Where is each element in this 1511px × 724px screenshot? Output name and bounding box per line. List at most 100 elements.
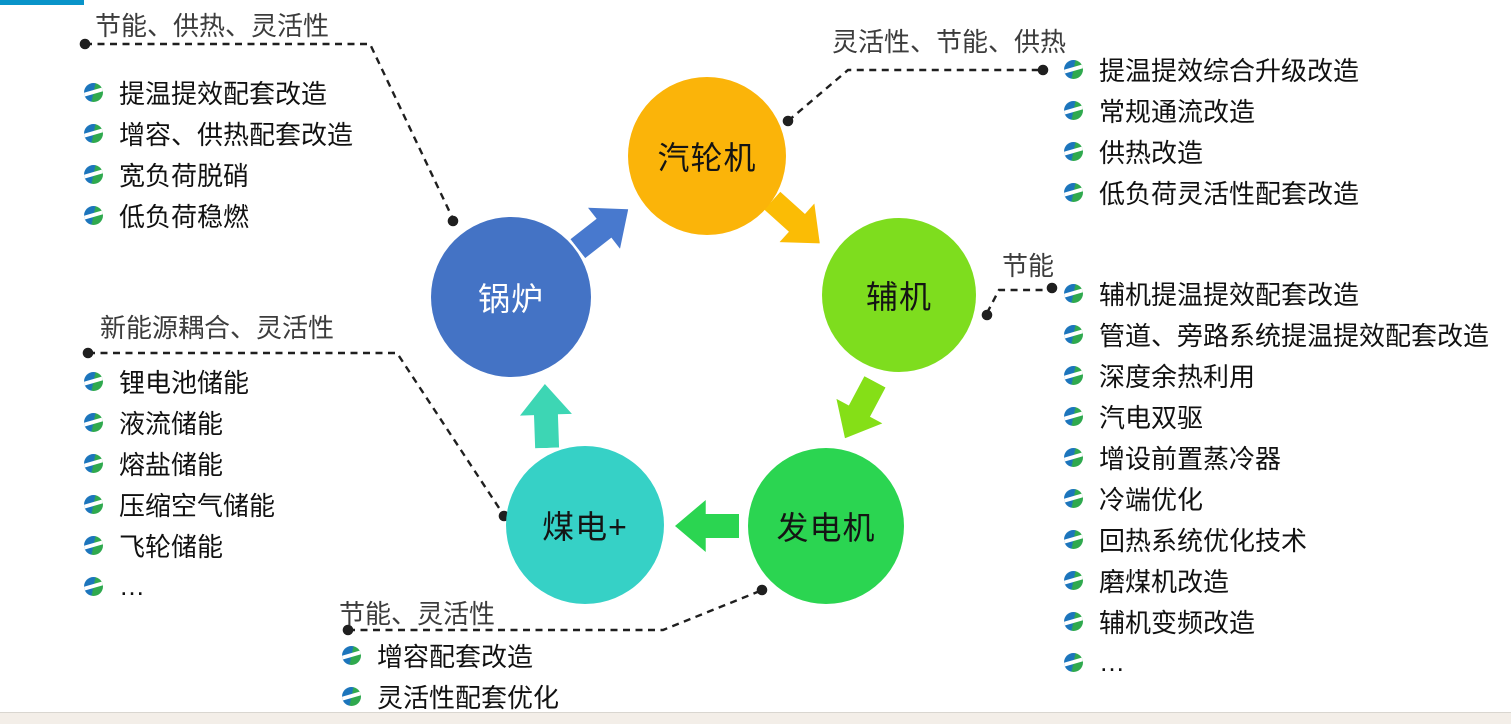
list-item-label: 汽电双驱 xyxy=(1099,403,1204,433)
connector-dot xyxy=(981,309,993,321)
list-item: 管道、旁路系统提温提效配套改造 xyxy=(1064,314,1489,355)
connector-dot xyxy=(82,347,94,359)
callout-title-generator: 节能、灵活性 xyxy=(339,599,496,629)
energy-cycle-icon xyxy=(1064,653,1083,672)
list-item-label: … xyxy=(119,571,145,601)
energy-cycle-icon xyxy=(84,206,103,225)
list-item-label: 回热系统优化技术 xyxy=(1099,526,1308,556)
list-item: 深度余热利用 xyxy=(1064,355,1489,396)
energy-cycle-icon xyxy=(84,495,103,514)
energy-cycle-icon xyxy=(1064,366,1083,385)
list-item-label: 增容配套改造 xyxy=(377,642,534,672)
list-item-label: 增设前置蒸冷器 xyxy=(1099,444,1282,474)
list-item-label: 熔盐储能 xyxy=(119,450,224,480)
list-item: 低负荷稳燃 xyxy=(84,195,353,236)
list-item: 提温提效配套改造 xyxy=(84,72,353,113)
node-aux: 辅机 xyxy=(822,218,976,372)
energy-cycle-icon xyxy=(1064,325,1083,344)
connector-dot xyxy=(782,115,794,127)
list-item: 供热改造 xyxy=(1064,131,1359,172)
energy-cycle-icon xyxy=(1064,571,1083,590)
accent-bar xyxy=(0,0,84,5)
list-item-label: 灵活性配套优化 xyxy=(377,683,560,713)
list-item: … xyxy=(1064,642,1489,683)
list-item-label: 辅机提温提效配套改造 xyxy=(1099,280,1360,310)
energy-cycle-icon xyxy=(1064,284,1083,303)
energy-cycle-icon xyxy=(84,372,103,391)
list-item-label: 飞轮储能 xyxy=(119,532,224,562)
arrow-aux-to-generator xyxy=(822,370,898,451)
list-item: 飞轮储能 xyxy=(84,525,275,566)
list-item: 冷端优化 xyxy=(1064,478,1489,519)
callout-title-coal-plus: 新能源耦合、灵活性 xyxy=(100,313,335,343)
node-label: 煤电+ xyxy=(542,509,628,545)
node-label: 发电机 xyxy=(776,510,876,546)
list-item: 灵活性配套优化 xyxy=(342,676,559,717)
energy-cycle-icon xyxy=(84,577,103,596)
energy-cycle-icon xyxy=(84,413,103,432)
list-item: 辅机变频改造 xyxy=(1064,601,1489,642)
callout-title-turbine: 灵活性、节能、供热 xyxy=(832,27,1067,57)
list-item: 常规通流改造 xyxy=(1064,90,1359,131)
energy-cycle-icon xyxy=(1064,612,1083,631)
list-item: 低负荷灵活性配套改造 xyxy=(1064,172,1359,213)
list-aux: 辅机提温提效配套改造 管道、旁路系统提温提效配套改造 深度余热利用 汽电双驱 增… xyxy=(1064,273,1489,683)
connector-turbine-callout xyxy=(787,68,1041,122)
connector-dot xyxy=(756,584,768,596)
list-item: 宽负荷脱硝 xyxy=(84,154,353,195)
list-item: 增容配套改造 xyxy=(342,635,559,676)
energy-cycle-icon xyxy=(1064,407,1083,426)
callout-title-boiler: 节能、供热、灵活性 xyxy=(95,11,330,41)
list-item-label: 冷端优化 xyxy=(1099,485,1204,515)
list-item: 磨煤机改造 xyxy=(1064,560,1489,601)
list-coal-plus: 锂电池储能 液流储能 熔盐储能 压缩空气储能 飞轮储能 xyxy=(84,361,275,607)
list-item: 辅机提温提效配套改造 xyxy=(1064,273,1489,314)
list-item-label: 管道、旁路系统提温提效配套改造 xyxy=(1099,321,1490,351)
node-label: 锅炉 xyxy=(477,281,544,317)
list-item-label: 提温提效配套改造 xyxy=(119,79,328,109)
list-item: 增容、供热配套改造 xyxy=(84,113,353,154)
list-item-label: 提温提效综合升级改造 xyxy=(1099,56,1360,86)
footer-strip xyxy=(0,712,1511,724)
energy-cycle-icon xyxy=(1064,530,1083,549)
list-item: … xyxy=(84,566,275,607)
list-item-label: 压缩空气储能 xyxy=(119,491,276,521)
node-label: 辅机 xyxy=(865,279,932,315)
connector-dot xyxy=(1037,64,1049,76)
connector-dot xyxy=(447,215,459,227)
energy-cycle-icon xyxy=(84,83,103,102)
energy-cycle-icon xyxy=(1064,142,1083,161)
list-item-label: … xyxy=(1099,647,1125,677)
list-item-label: 低负荷稳燃 xyxy=(119,202,250,232)
energy-cycle-icon xyxy=(84,124,103,143)
node-coal-plus: 煤电+ xyxy=(506,446,664,604)
energy-cycle-icon xyxy=(84,536,103,555)
list-item-label: 宽负荷脱硝 xyxy=(119,161,250,191)
energy-cycle-icon xyxy=(84,165,103,184)
list-boiler: 提温提效配套改造 增容、供热配套改造 宽负荷脱硝 低负荷稳燃 xyxy=(84,72,353,236)
connector-dot xyxy=(1046,282,1058,294)
list-item-label: 辅机变频改造 xyxy=(1099,608,1256,638)
list-item: 汽电双驱 xyxy=(1064,396,1489,437)
connector-aux-callout xyxy=(985,288,1050,314)
list-item: 提温提效综合升级改造 xyxy=(1064,49,1359,90)
node-boiler: 锅炉 xyxy=(431,217,591,377)
energy-cycle-icon xyxy=(84,454,103,473)
energy-cycle-icon xyxy=(1064,60,1083,79)
list-item: 回热系统优化技术 xyxy=(1064,519,1489,560)
list-item-label: 常规通流改造 xyxy=(1099,97,1256,127)
energy-cycle-icon xyxy=(1064,448,1083,467)
energy-cycle-icon xyxy=(1064,183,1083,202)
node-turbine: 汽轮机 xyxy=(628,77,786,235)
node-generator: 发电机 xyxy=(748,448,904,604)
list-item-label: 增容、供热配套改造 xyxy=(119,120,354,150)
list-item-label: 低负荷灵活性配套改造 xyxy=(1099,179,1360,209)
node-label: 汽轮机 xyxy=(657,140,757,176)
list-item-label: 深度余热利用 xyxy=(1099,362,1256,392)
list-item: 液流储能 xyxy=(84,402,275,443)
list-item: 锂电池储能 xyxy=(84,361,275,402)
list-item-label: 磨煤机改造 xyxy=(1099,567,1230,597)
list-item: 熔盐储能 xyxy=(84,443,275,484)
arrow-coal-to-boiler xyxy=(519,383,573,449)
